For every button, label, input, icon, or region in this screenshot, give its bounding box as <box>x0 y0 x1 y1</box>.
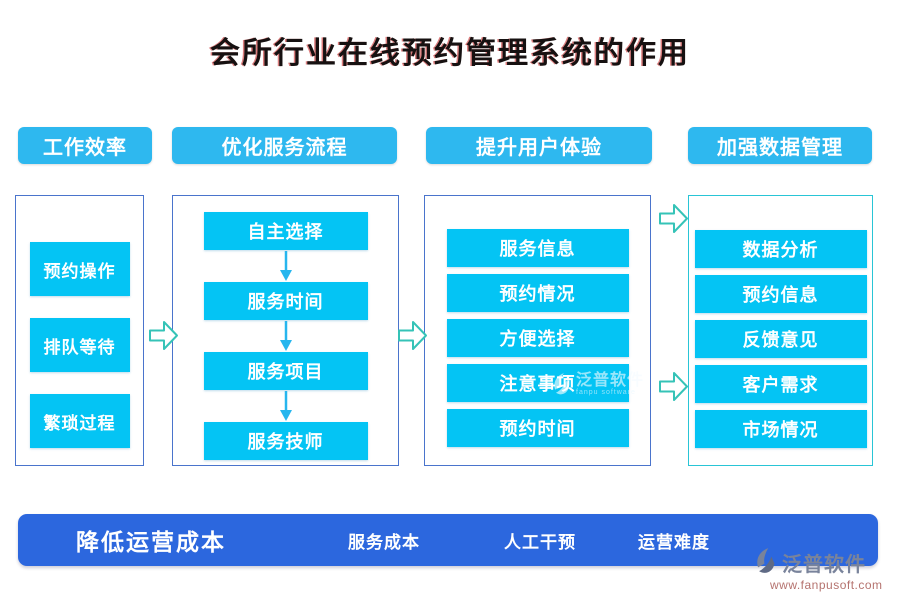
column-work-efficiency: 预约操作 排队等待 繁琐过程 <box>15 195 144 466</box>
item-box: 注意事项 <box>446 364 629 402</box>
item-box: 方便选择 <box>446 319 629 357</box>
brand-url: www.fanpusoft.com <box>770 578 883 592</box>
arrow-right-icon <box>659 372 688 401</box>
item-box: 预约情况 <box>446 274 629 312</box>
item-box: 繁琐过程 <box>29 394 130 448</box>
arrow-right-icon <box>398 321 427 350</box>
item-box: 服务信息 <box>446 229 629 267</box>
arrow-right-icon <box>149 321 178 350</box>
item-box: 客户需求 <box>694 365 867 403</box>
header-user-experience: 提升用户体验 <box>426 127 652 164</box>
item-box: 预约时间 <box>446 409 629 447</box>
brand-name: 泛普软件 <box>782 553 866 576</box>
bottom-bar-item: 运营难度 <box>638 532 710 552</box>
arrow-down-icon <box>279 320 293 352</box>
header-data-management: 加强数据管理 <box>688 127 872 164</box>
item-box: 服务技师 <box>203 422 368 460</box>
arrow-down-icon <box>279 390 293 422</box>
arrow-right-icon <box>659 204 688 233</box>
item-box: 数据分析 <box>694 230 867 268</box>
column-optimize-process: 自主选择 服务时间 服务项目 服务技师 <box>172 195 399 466</box>
arrow-down-icon <box>279 250 293 282</box>
brand-footer: 泛普软件 www.fanpusoft.com <box>752 547 884 592</box>
item-box: 服务时间 <box>203 282 368 320</box>
item-box: 排队等待 <box>29 318 130 372</box>
item-box: 反馈意见 <box>694 320 867 358</box>
bottom-bar-item: 人工干预 <box>504 532 576 552</box>
item-box: 预约操作 <box>29 242 130 296</box>
item-box: 自主选择 <box>203 212 368 250</box>
fanpu-logo-icon <box>757 548 775 573</box>
header-work-efficiency: 工作效率 <box>18 127 152 164</box>
item-box: 预约信息 <box>694 275 867 313</box>
page-title: 会所行业在线预约管理系统的作用 <box>210 37 690 70</box>
header-optimize-process: 优化服务流程 <box>172 127 397 164</box>
item-box: 市场情况 <box>694 410 867 448</box>
bottom-bar-item: 服务成本 <box>348 532 420 552</box>
bottom-bar-title: 降低运营成本 <box>76 529 226 555</box>
item-box: 服务项目 <box>203 352 368 390</box>
column-user-experience: 服务信息 预约情况 方便选择 注意事项 预约时间 <box>424 195 651 466</box>
bottom-bar: 降低运营成本 服务成本 人工干预 运营难度 <box>18 514 878 566</box>
column-data-management: 数据分析 预约信息 反馈意见 客户需求 市场情况 <box>688 195 873 466</box>
